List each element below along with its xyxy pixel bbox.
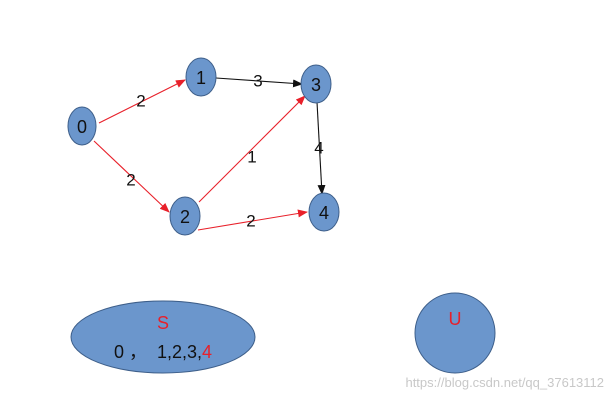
watermark-text: https://blog.csdn.net/qq_37613112 xyxy=(405,375,604,390)
set-u-title: U xyxy=(449,309,462,329)
set-s-content: 0 ， 1,2,3,4 xyxy=(114,342,212,362)
edge-3-to-4 xyxy=(316,101,326,195)
edge-weight-0-2: 2 xyxy=(126,171,135,190)
node-3-circle xyxy=(300,64,332,104)
edge-0-to-2 xyxy=(93,140,170,213)
node-1-label: 1 xyxy=(196,68,206,88)
edge-0-to-1 xyxy=(98,79,186,124)
graph-node-4: 4 xyxy=(308,192,340,232)
node-0-circle xyxy=(67,106,97,146)
edge-weight-1-3: 3 xyxy=(253,72,262,91)
graph-node-1: 1 xyxy=(185,57,217,97)
edge-weight-3-4: 4 xyxy=(314,139,323,158)
graph-node-0: 0 xyxy=(67,106,97,146)
set-s: S 0 ， 1,2,3,4 xyxy=(70,300,256,374)
set-s-title: S xyxy=(157,313,169,333)
edge-weight-2-4: 2 xyxy=(246,212,255,231)
edge-weight-2-3: 1 xyxy=(247,148,256,167)
edge-1-to-3 xyxy=(215,77,303,88)
set-u-circle xyxy=(414,292,496,374)
edge-weight-0-1: 2 xyxy=(136,92,145,111)
node-4-label: 4 xyxy=(319,203,329,223)
node-2-circle xyxy=(169,196,201,236)
node-3-label: 3 xyxy=(311,75,321,95)
node-0-label: 0 xyxy=(77,117,87,137)
set-s-new-member: 4 xyxy=(202,342,212,362)
set-s-ellipse xyxy=(70,300,256,374)
set-u: U xyxy=(414,292,496,374)
graph-node-2: 2 xyxy=(169,196,201,236)
node-1-circle xyxy=(185,57,217,97)
set-s-members: 0 ， 1,2,3, xyxy=(114,342,202,362)
node-2-label: 2 xyxy=(180,207,190,227)
node-4-circle xyxy=(308,192,340,232)
edge-2-to-4 xyxy=(197,209,308,231)
graph-node-3: 3 xyxy=(300,64,332,104)
edge-2-to-3 xyxy=(198,95,306,203)
